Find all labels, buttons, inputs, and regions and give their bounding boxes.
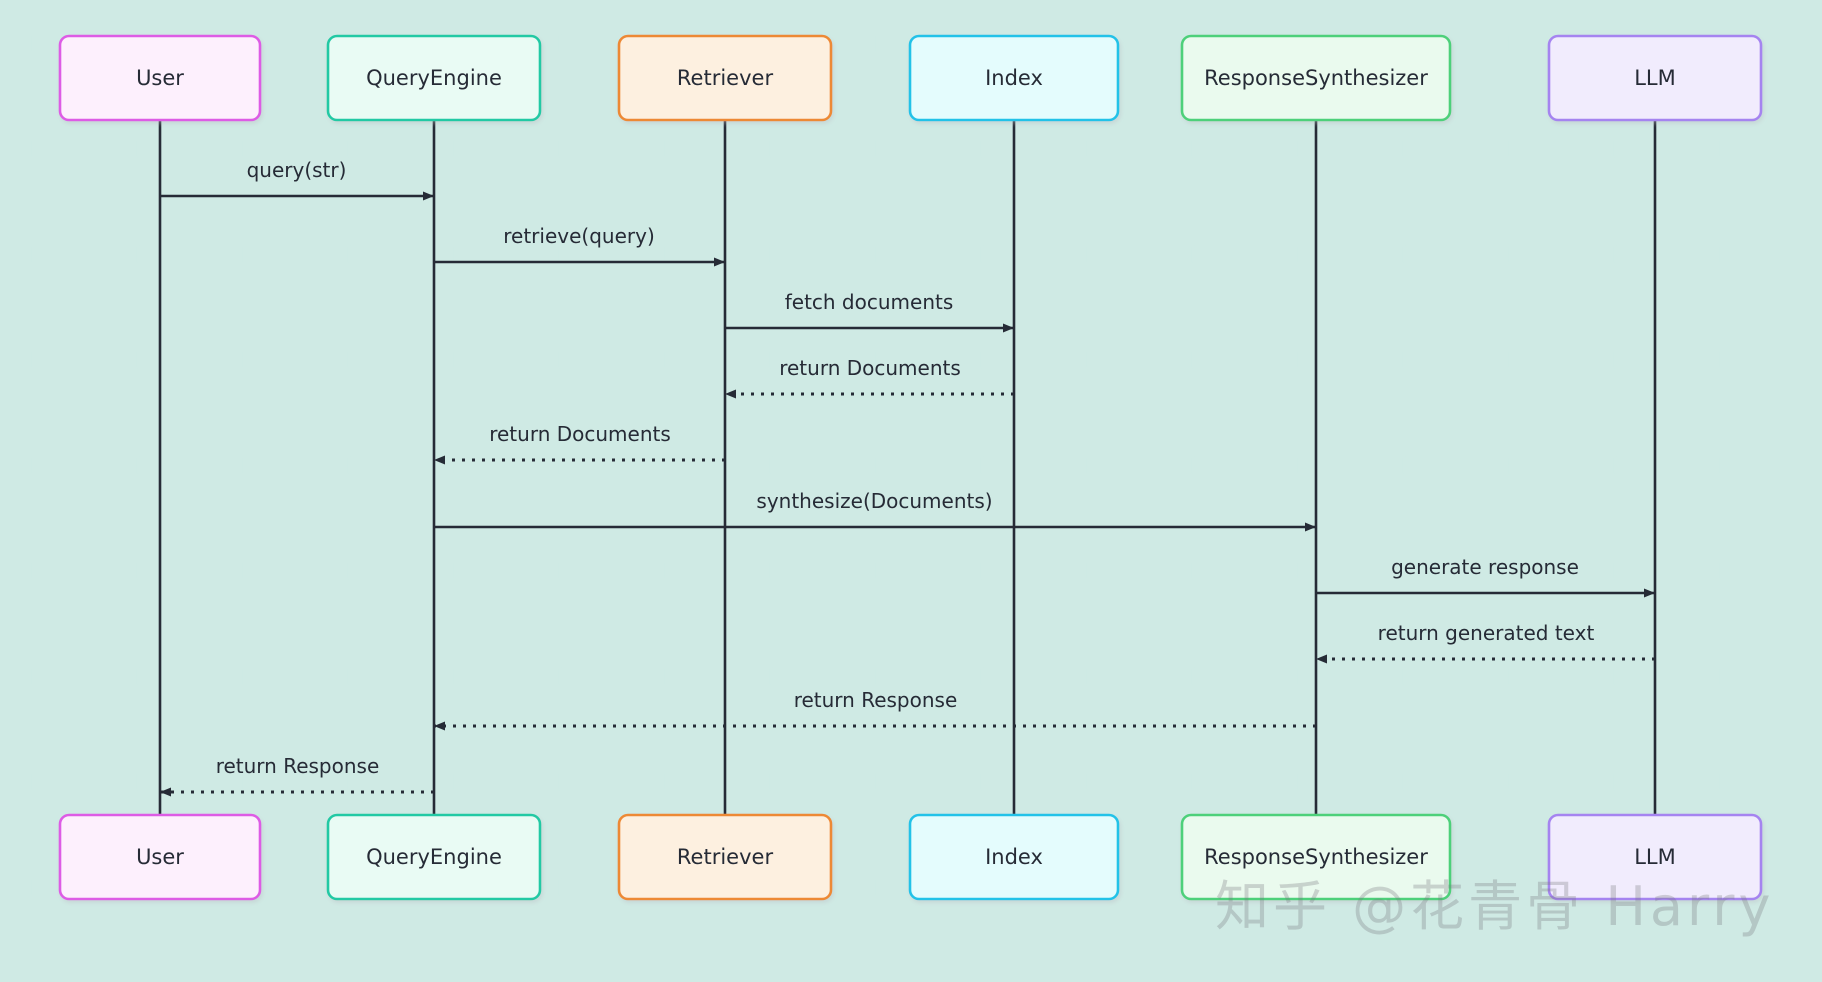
actor-index-top: Index (908, 34, 1120, 122)
message-10: return Response (160, 754, 434, 797)
actor-box (617, 34, 833, 122)
actor-label: Index (985, 845, 1043, 869)
message-8: return generated text (1316, 621, 1655, 664)
actor-box (326, 34, 542, 122)
actor-responsesynthesizer-top: ResponseSynthesizer (1180, 34, 1452, 122)
message-4: return Documents (725, 356, 1014, 399)
message-label: return Documents (779, 356, 961, 380)
actor-label: ResponseSynthesizer (1204, 845, 1428, 869)
message-3: fetch documents (725, 290, 1014, 333)
actor-box (58, 813, 262, 901)
message-label: fetch documents (785, 290, 954, 314)
actor-box (908, 813, 1120, 901)
actor-boxes-top: User QueryEngine Retriever Index ResponseSyn… (58, 34, 1763, 122)
message-5: return Documents (434, 422, 725, 465)
actor-retriever-top: Retriever (617, 34, 833, 122)
actor-boxes-bottom: User QueryEngine Retriever Index ResponseSyn… (58, 813, 1763, 901)
actor-user-top: User (58, 34, 262, 122)
actor-queryengine-bottom: QueryEngine (326, 813, 542, 901)
message-label: retrieve(query) (503, 224, 655, 248)
message-label: return Response (794, 688, 958, 712)
actor-label: Index (985, 66, 1043, 90)
message-label: return Response (216, 754, 380, 778)
actor-box (908, 34, 1120, 122)
actor-box (1547, 813, 1763, 901)
actor-label: ResponseSynthesizer (1204, 66, 1428, 90)
actor-label: QueryEngine (366, 845, 502, 869)
message-9: return Response (434, 688, 1316, 731)
actor-label: User (136, 66, 184, 90)
actor-label: LLM (1634, 66, 1676, 90)
actor-retriever-bottom: Retriever (617, 813, 833, 901)
message-label: synthesize(Documents) (756, 489, 992, 513)
actor-box (326, 813, 542, 901)
message-label: return generated text (1378, 621, 1595, 645)
actor-index-bottom: Index (908, 813, 1120, 901)
actor-label: User (136, 845, 184, 869)
message-6: synthesize(Documents) (434, 489, 1316, 532)
actor-box (617, 813, 833, 901)
actor-responsesynthesizer-bottom: ResponseSynthesizer (1180, 813, 1452, 901)
actor-box (1180, 34, 1452, 122)
message-2: retrieve(query) (434, 224, 725, 267)
actor-label: LLM (1634, 845, 1676, 869)
actor-box (1547, 34, 1763, 122)
message-7: generate response (1316, 555, 1655, 598)
actor-box (1180, 813, 1452, 901)
actor-label: QueryEngine (366, 66, 502, 90)
messages-layer: query(str) retrieve(query) fetch documents… (160, 158, 1655, 797)
lifelines-layer (158, 120, 1657, 815)
actor-label: Retriever (677, 845, 774, 869)
actor-llm-top: LLM (1547, 34, 1763, 122)
message-1: query(str) (160, 158, 434, 201)
actor-user-bottom: User (58, 813, 262, 901)
message-label: generate response (1391, 555, 1579, 579)
actor-box (58, 34, 262, 122)
message-label: return Documents (489, 422, 671, 446)
message-label: query(str) (247, 158, 347, 182)
actor-llm-bottom: LLM (1547, 813, 1763, 901)
actor-label: Retriever (677, 66, 774, 90)
actor-queryengine-top: QueryEngine (326, 34, 542, 122)
